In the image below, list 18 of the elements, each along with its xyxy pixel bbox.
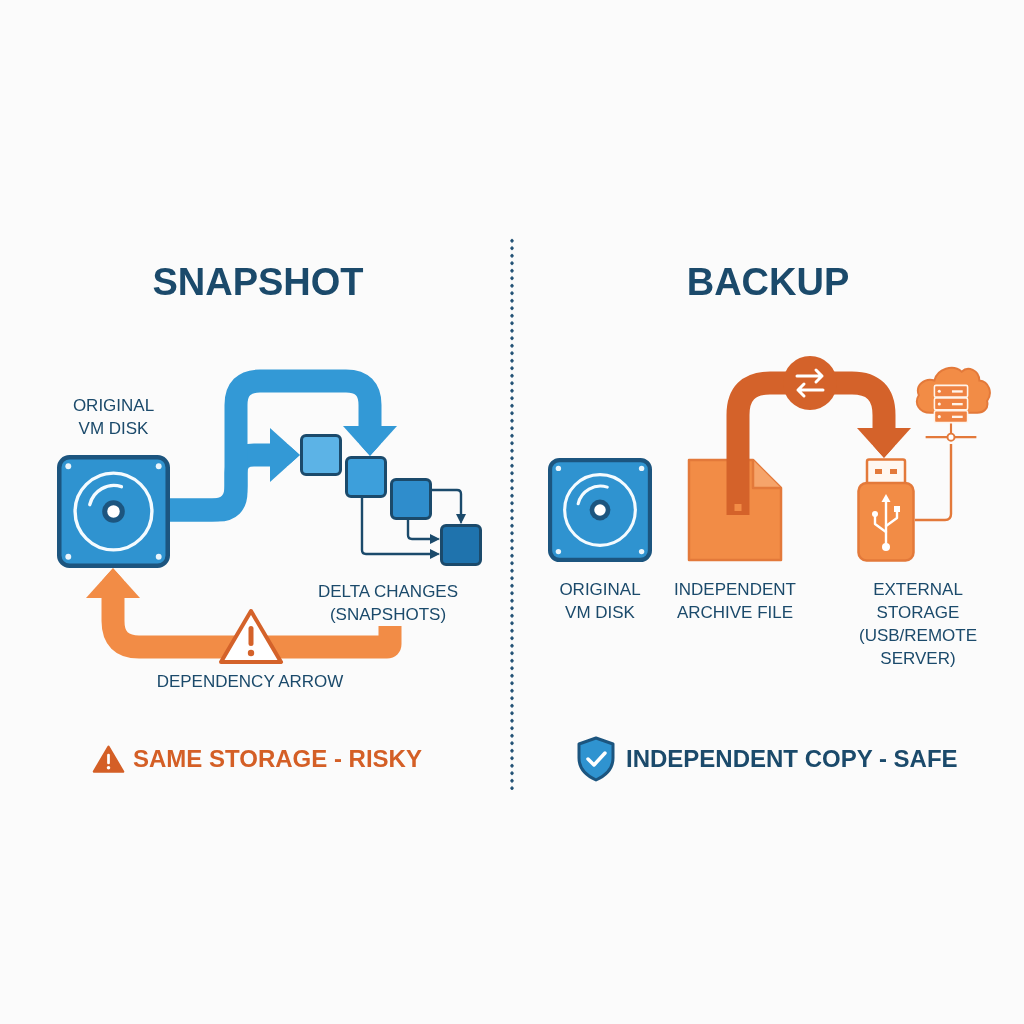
snapshot-square [440, 524, 482, 566]
node-label: ORIGINAL VM DISK [558, 579, 642, 624]
node-label: ORIGINAL VM DISK [71, 395, 156, 440]
panel-title: BACKUP [686, 260, 850, 304]
snapshot-square [300, 434, 342, 476]
arrow [406, 520, 440, 544]
status-text: INDEPENDENT COPY - SAFE [626, 744, 958, 774]
connector-line [915, 444, 953, 522]
snapshot-square [390, 478, 432, 520]
thick-arrow [170, 369, 397, 522]
snapshot-square [345, 456, 387, 498]
node-label: INDEPENDENT ARCHIVE FILE [673, 579, 797, 624]
node-label: EXTERNAL STORAGE (USB/REMOTE SERVER) [857, 579, 979, 670]
caption-text: DELTA CHANGES (SNAPSHOTS) [314, 580, 462, 626]
arrow [432, 488, 466, 524]
panel-title: SNAPSHOT [152, 260, 364, 304]
arrow [360, 498, 440, 559]
status-text: SAME STORAGE - RISKY [133, 744, 422, 774]
